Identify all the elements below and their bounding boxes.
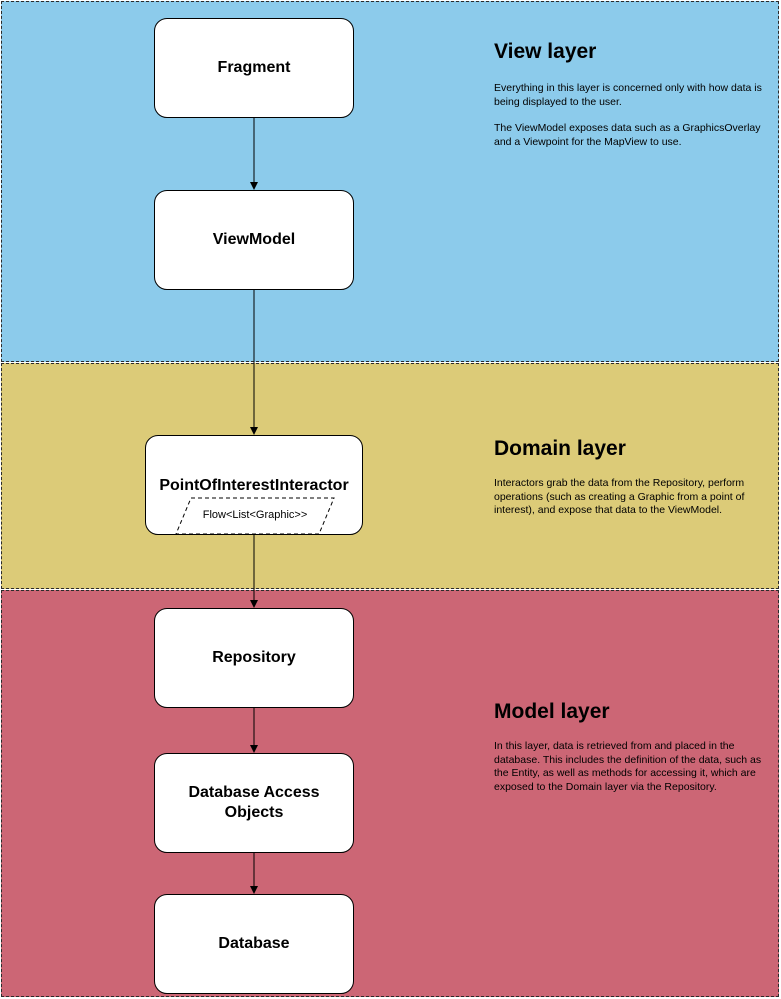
repository-node: Repository <box>154 608 354 708</box>
viewmodel-node: ViewModel <box>154 190 354 290</box>
model-layer-title: Model layer <box>494 700 610 723</box>
view-layer-description: Everything in this layer is concerned on… <box>494 82 766 162</box>
viewmodel-label: ViewModel <box>212 231 296 248</box>
interactor-output-label: Flow<List<Graphic>> <box>202 509 308 521</box>
dao-label: Database Access Objects <box>188 784 320 821</box>
domain-layer-description: Interactors grab the data from the Repos… <box>494 477 766 531</box>
view-layer-paragraph-2: The ViewModel exposes data such as a Gra… <box>494 122 761 148</box>
domain-layer-title: Domain layer <box>494 437 626 460</box>
domain-layer-region <box>1 363 779 589</box>
flow-parallelogram <box>175 497 335 535</box>
model-layer-description: In this layer, data is retrieved from an… <box>494 740 766 807</box>
database-node: Database <box>154 894 354 994</box>
fragment-label: Fragment <box>217 59 291 76</box>
model-layer-paragraph-1: In this layer, data is retrieved from an… <box>494 740 762 793</box>
database-label: Database <box>218 935 290 952</box>
view-layer-paragraph-1: Everything in this layer is concerned on… <box>494 82 762 108</box>
model-layer-region <box>1 590 779 997</box>
view-layer-region <box>1 1 779 362</box>
domain-layer-paragraph-1: Interactors grab the data from the Repos… <box>494 477 745 516</box>
fragment-node: Fragment <box>154 18 354 118</box>
interactor-label: PointOfInterestInteractor <box>159 477 349 494</box>
repository-label: Repository <box>212 649 296 666</box>
dao-node: Database Access Objects <box>154 753 354 853</box>
view-layer-title: View layer <box>494 40 597 63</box>
